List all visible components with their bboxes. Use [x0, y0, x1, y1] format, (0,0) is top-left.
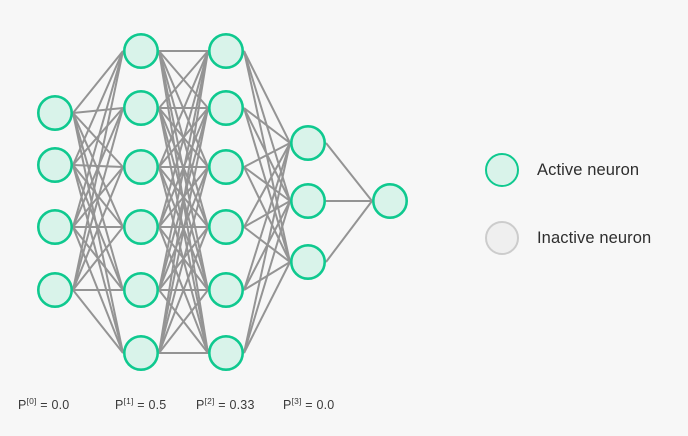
- neuron-hidden-layer-1-0[interactable]: [123, 32, 160, 70]
- connection-line: [72, 50, 124, 114]
- connection-line: [243, 107, 291, 144]
- neuron-hidden-layer-2-1[interactable]: [208, 90, 245, 127]
- connection-line: [72, 107, 124, 291]
- probability-equals: =: [218, 398, 226, 412]
- dropout-probability-0: P[0] = 0.0: [18, 395, 70, 412]
- probability-layer-index: [0]: [26, 395, 37, 406]
- connection-line: [158, 107, 209, 354]
- connection-line: [243, 142, 291, 291]
- legend-item-active: Active neuron: [485, 150, 685, 190]
- active-neuron-icon: [485, 153, 519, 187]
- probability-equals: =: [40, 398, 48, 412]
- neuron-input-layer-3[interactable]: [36, 271, 74, 308]
- connection-line: [243, 142, 291, 228]
- connection-line: [72, 107, 124, 114]
- neuron-hidden-layer-1-1[interactable]: [123, 90, 160, 127]
- connection-line: [72, 50, 124, 166]
- legend-item-inactive: Inactive neuron: [485, 218, 685, 258]
- neuron-output-layer-0[interactable]: [371, 183, 408, 220]
- neuron-hidden-layer-2-2[interactable]: [208, 149, 245, 186]
- connection-line: [325, 142, 373, 202]
- probability-layer-index: [1]: [123, 395, 134, 406]
- probability-symbol: P: [115, 398, 124, 412]
- connection-edges: [72, 50, 373, 354]
- legend: Active neuron Inactive neuron: [485, 150, 685, 286]
- connection-line: [158, 226, 209, 354]
- connection-line: [158, 289, 209, 354]
- connection-line: [158, 50, 209, 354]
- connection-line: [243, 142, 291, 354]
- probability-symbol: P: [18, 398, 27, 412]
- probability-equals: =: [137, 398, 145, 412]
- neuron-hidden-layer-3-0[interactable]: [289, 125, 326, 162]
- connection-line: [72, 166, 124, 291]
- probability-layer-index: [2]: [204, 395, 215, 406]
- dropout-probability-1: P[1] = 0.5: [115, 395, 167, 412]
- neuron-hidden-layer-2-4[interactable]: [208, 271, 245, 308]
- connection-line: [72, 112, 124, 354]
- neuron-hidden-layer-2-3[interactable]: [208, 209, 245, 246]
- connection-line: [158, 50, 209, 291]
- neuron-input-layer-2[interactable]: [36, 209, 74, 246]
- dropout-probability-2: P[2] = 0.33: [196, 395, 255, 412]
- connection-line: [72, 226, 124, 291]
- neuron-input-layer-0[interactable]: [36, 95, 74, 132]
- probability-layer-index: [3]: [291, 395, 302, 406]
- neuron-hidden-layer-3-2[interactable]: [289, 244, 326, 281]
- probability-symbol: P: [283, 398, 292, 412]
- connection-line: [158, 50, 209, 168]
- connection-line: [325, 200, 373, 263]
- probability-symbol: P: [196, 398, 205, 412]
- connection-line: [243, 142, 291, 168]
- neuron-input-layer-1[interactable]: [36, 147, 74, 184]
- connection-line: [72, 50, 124, 228]
- connection-line: [158, 50, 209, 228]
- dropout-probability-3: P[3] = 0.0: [283, 395, 335, 412]
- probability-value: 0.33: [229, 398, 255, 412]
- probability-value: 0.0: [51, 398, 70, 412]
- connection-line: [72, 50, 124, 291]
- neuron-hidden-layer-1-3[interactable]: [123, 209, 160, 246]
- inactive-neuron-icon: [485, 221, 519, 255]
- probability-value: 0.5: [148, 398, 167, 412]
- probability-value: 0.0: [316, 398, 335, 412]
- connection-line: [158, 50, 209, 109]
- neuron-hidden-layer-2-5[interactable]: [208, 334, 245, 371]
- legend-label-inactive: Inactive neuron: [537, 228, 652, 247]
- neuron-hidden-layer-3-1[interactable]: [289, 183, 326, 220]
- neuron-nodes: [36, 32, 408, 371]
- connection-line: [72, 289, 124, 354]
- connection-line: [243, 50, 291, 144]
- probability-equals: =: [305, 398, 313, 412]
- connection-line: [243, 261, 291, 354]
- neuron-hidden-layer-2-0[interactable]: [208, 32, 245, 70]
- connection-line: [158, 166, 209, 354]
- connection-line: [243, 200, 291, 354]
- neuron-hidden-layer-1-4[interactable]: [123, 271, 160, 308]
- neuron-hidden-layer-1-5[interactable]: [123, 334, 160, 371]
- neuron-hidden-layer-1-2[interactable]: [123, 149, 160, 186]
- legend-label-active: Active neuron: [537, 160, 640, 179]
